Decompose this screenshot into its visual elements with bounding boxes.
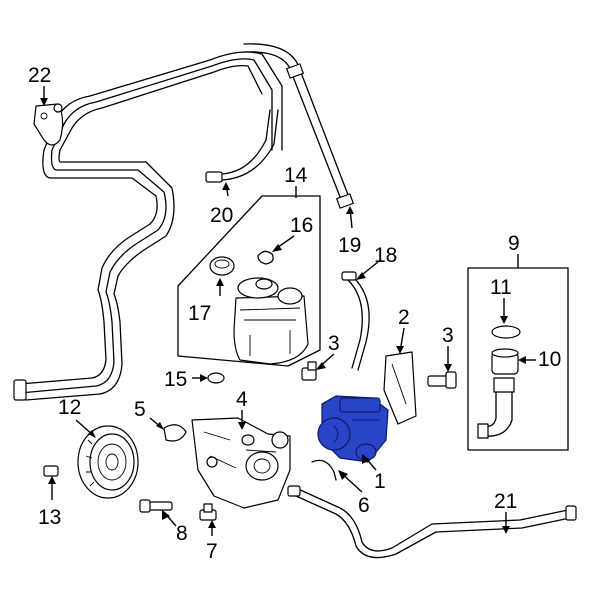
hose-21[interactable]	[287, 485, 577, 559]
callout-1[interactable]: 1	[374, 470, 386, 493]
pulley-12[interactable]	[77, 425, 139, 499]
pressure-line-19[interactable]	[243, 43, 354, 209]
callout-19[interactable]: 19	[338, 234, 361, 257]
callout-15[interactable]: 15	[164, 368, 187, 391]
clamp-11[interactable]	[491, 325, 521, 339]
callout-3b[interactable]: 3	[442, 324, 454, 347]
leader-lines	[40, 86, 536, 536]
return-hose-left[interactable]	[13, 51, 283, 401]
callout-5[interactable]: 5	[134, 398, 146, 421]
hose-clip-6[interactable]	[311, 459, 337, 481]
bolt-8[interactable]	[139, 499, 173, 513]
gasket-5[interactable]	[163, 424, 187, 442]
bracket-22[interactable]	[33, 103, 64, 146]
callout-22[interactable]: 22	[28, 64, 51, 87]
callout-16[interactable]: 16	[290, 214, 313, 237]
bolt-3a[interactable]	[301, 361, 317, 381]
callout-7[interactable]: 7	[206, 540, 218, 563]
callout-4[interactable]: 4	[236, 388, 248, 411]
callout-11[interactable]: 11	[490, 276, 512, 299]
reservoir-assembly-14[interactable]	[177, 195, 321, 367]
callout-12[interactable]: 12	[58, 396, 81, 419]
callout-13[interactable]: 13	[38, 506, 61, 529]
callout-6[interactable]: 6	[358, 494, 370, 517]
callout-9[interactable]: 9	[508, 232, 520, 255]
callout-20[interactable]: 20	[210, 204, 233, 227]
o-ring-15[interactable]	[207, 372, 225, 384]
bolt-7[interactable]	[199, 503, 217, 521]
hose-fitting-20[interactable]	[205, 109, 279, 183]
callout-3a[interactable]: 3	[328, 332, 340, 355]
bolt-13[interactable]	[43, 465, 59, 477]
callout-2[interactable]: 2	[398, 306, 410, 329]
box-9	[467, 267, 569, 451]
pump-bracket-4[interactable]	[191, 417, 291, 509]
callout-10[interactable]: 10	[538, 348, 561, 371]
bracket-2[interactable]	[383, 351, 417, 425]
callout-14[interactable]: 14	[284, 164, 308, 187]
callout-21[interactable]: 21	[494, 490, 517, 513]
callout-17[interactable]: 17	[188, 302, 211, 325]
hose-18[interactable]	[341, 271, 370, 371]
callout-8[interactable]: 8	[176, 522, 188, 545]
bolt-3b[interactable]	[427, 371, 457, 389]
callout-18[interactable]: 18	[374, 244, 397, 267]
power-steering-pump-1[interactable]	[317, 395, 389, 463]
callout-numbers: 22 20 14 19 16 17 18 9 11 2 3 3 10 15 12…	[28, 64, 561, 563]
